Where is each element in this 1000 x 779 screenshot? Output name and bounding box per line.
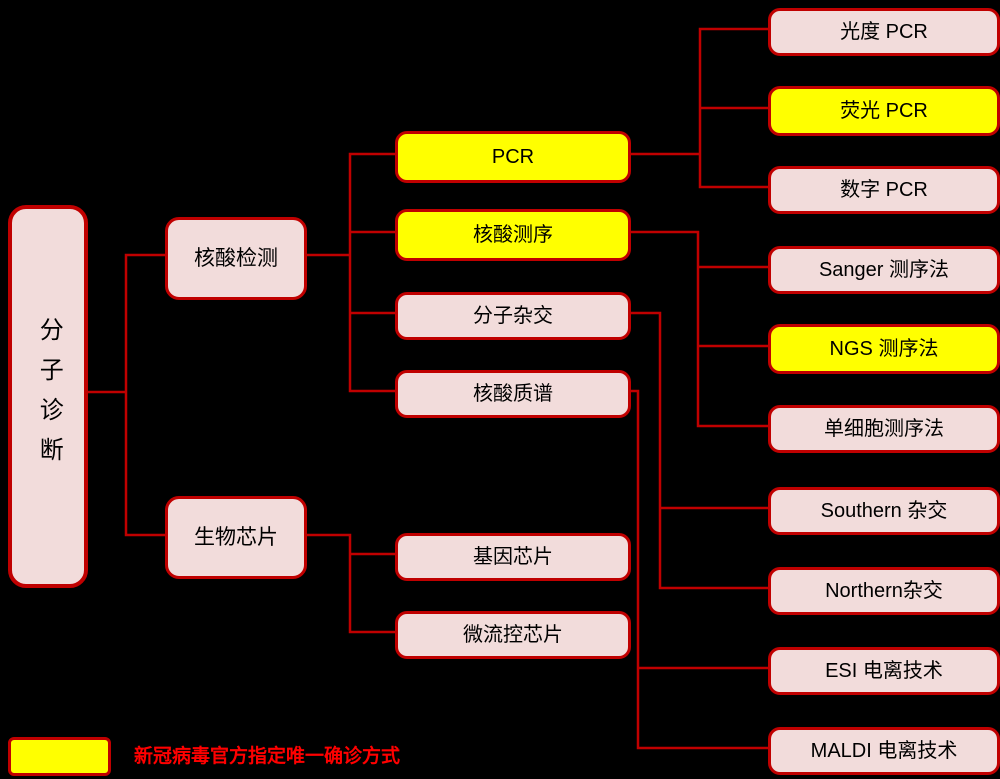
node-photometric-pcr: 光度 PCR — [768, 8, 1000, 56]
node-sanger-sequencing: Sanger 测序法 — [768, 246, 1000, 294]
node-molecular-diagnosis-label: 分子诊断 — [35, 316, 63, 477]
node-microfluidic-chip: 微流控芯片 — [395, 611, 631, 659]
node-nucleic-acid-sequencing: 核酸测序 — [395, 209, 631, 261]
node-biochip: 生物芯片 — [165, 496, 307, 579]
node-esi-ionization: ESI 电离技术 — [768, 647, 1000, 695]
node-northern-hybridization: Northern杂交 — [768, 567, 1000, 615]
edge-pcr-children — [623, 27, 771, 189]
node-ngs-sequencing: NGS 测序法 — [768, 324, 1000, 374]
edge-nucleic-acid-testing-children — [299, 152, 398, 393]
node-fluorescent-pcr: 荧光 PCR — [768, 86, 1000, 136]
node-molecular-hybridization: 分子杂交 — [395, 292, 631, 340]
node-pcr: PCR — [395, 131, 631, 183]
legend-label: 新冠病毒官方指定唯一确诊方式 — [134, 746, 401, 767]
node-nucleic-acid-testing: 核酸检测 — [165, 217, 307, 300]
edge-mass-spec-children — [623, 389, 771, 750]
node-maldi-ionization: MALDI 电离技术 — [768, 727, 1000, 775]
node-molecular-diagnosis: 分子诊断 — [8, 205, 88, 588]
node-single-cell-sequencing: 单细胞测序法 — [768, 405, 1000, 453]
node-digital-pcr: 数字 PCR — [768, 166, 1000, 214]
edge-hybridization-children — [623, 311, 771, 590]
node-southern-hybridization: Southern 杂交 — [768, 487, 1000, 535]
edge-sequencing-children — [623, 230, 771, 428]
edge-root-to-level2 — [78, 253, 168, 537]
node-gene-chip: 基因芯片 — [395, 533, 631, 581]
legend-yellow-swatch — [8, 737, 111, 776]
edge-biochip-children — [299, 533, 398, 634]
node-nucleic-acid-mass-spec: 核酸质谱 — [395, 370, 631, 418]
